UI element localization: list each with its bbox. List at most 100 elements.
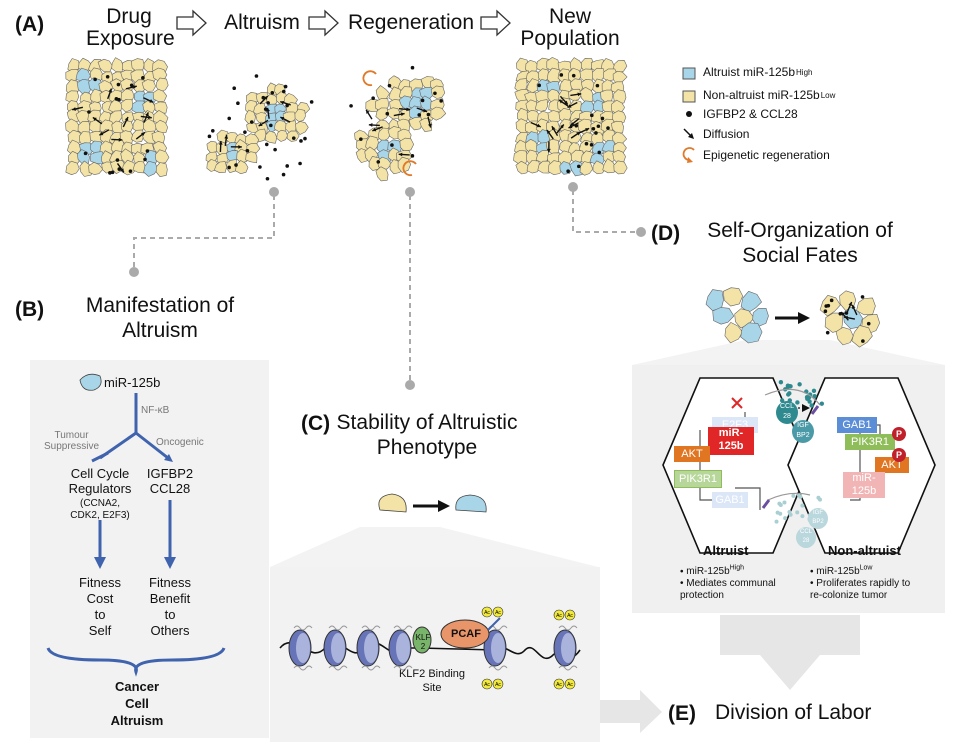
phospho-badge: P <box>892 427 906 441</box>
acetyl-badge <box>481 678 493 690</box>
cell-cycle-regulators: Cell Cycle Regulators <box>68 466 132 496</box>
altruist-cell-hexagon <box>662 377 811 554</box>
altruist-swatch-icon <box>682 67 696 80</box>
panel-a-label: (A) <box>15 13 45 36</box>
non-altruist-bullets: • miR-125bLow • Proliferates rapidly to … <box>810 565 911 602</box>
panel-c-box <box>270 567 600 742</box>
arrow-down-icon <box>164 557 176 569</box>
gene-pik3r1-nonaltruist: PIK3R1 <box>845 434 895 450</box>
legend-epigenetic: Epigenetic regeneration <box>703 148 830 162</box>
step-regeneration: Regeneration <box>347 11 475 34</box>
panel-c-title: Stability of Altruistic Phenotype <box>336 411 518 459</box>
tumour-suppressive-label: Tumour Suppressive <box>44 430 100 452</box>
cell-cluster-d-before <box>705 287 769 344</box>
panel-b-title: Manifestation of Altruism <box>85 294 235 342</box>
non-altruist-cell-icon <box>378 493 407 513</box>
cell-cluster-d-after <box>819 290 880 348</box>
fitness-benefit-label: Fitness Benefit to Others <box>149 575 191 638</box>
svg-text:Ac: Ac <box>567 613 573 619</box>
phospho-badge: P <box>892 448 906 462</box>
cell-cluster-regeneration <box>349 65 447 182</box>
fitness-cost-label: Fitness Cost to Self <box>79 575 121 638</box>
arrow-down-icon <box>94 557 106 569</box>
acetyl-badge <box>553 678 565 690</box>
arrow-right-icon <box>438 500 450 512</box>
dot-icon <box>686 111 692 117</box>
non-altruist-title: Non-altruist <box>828 543 901 558</box>
altruist-cell-icon <box>455 494 487 513</box>
gene-pik3r1-altruist: PIK3R1 <box>674 470 722 488</box>
svg-text:Ac: Ac <box>484 610 490 616</box>
panel-b-flow <box>46 393 226 677</box>
svg-text:Ac: Ac <box>495 682 501 688</box>
mir125b-label: miR-125b <box>104 375 161 390</box>
step-drug-exposure: Drug Exposure <box>86 5 175 50</box>
acetyl-badge <box>492 678 504 690</box>
igfbp2-bubble-faded: IGF BP2 <box>808 508 828 529</box>
gene-mir125b-high: miR- 125b <box>708 427 754 455</box>
non-altruist-swatch-icon <box>682 90 696 103</box>
gene-akt-altruist: AKT <box>674 446 710 462</box>
arrow-right-icon <box>798 312 810 324</box>
gene-gab1-nonaltruist: GAB1 <box>837 417 877 433</box>
gene-gab1-altruist: GAB1 <box>712 492 748 508</box>
connector-a-b <box>133 195 275 270</box>
klf2-label: KLF 2 <box>415 633 431 651</box>
legend-diffusion: Diffusion <box>703 127 750 141</box>
panel-e-title: Division of Labor <box>715 701 872 724</box>
connector-a-d <box>572 190 640 233</box>
panel-c-to-e-arrow <box>600 690 662 733</box>
svg-text:Ac: Ac <box>556 613 562 619</box>
altruist-title: Altruist <box>703 543 749 558</box>
svg-text:Ac: Ac <box>484 682 490 688</box>
igfbp2-bubble: IGF BP2 <box>792 420 814 443</box>
altruist-bullets: • miR-125bHigh • Mediates communal prote… <box>680 565 776 602</box>
igfbp2-ccl28-label: IGFBP2 CCL28 <box>146 466 194 496</box>
panel-d-title: Self-Organization of Social Fates <box>707 219 893 267</box>
mir125b-cell-icon <box>79 373 102 391</box>
panel-e-label: (E) <box>668 702 696 725</box>
klf2-binding-site-label: KLF2 Binding Site <box>398 668 466 694</box>
cell-cluster-new-population <box>513 57 628 177</box>
panel-d-to-e-arrow <box>720 615 860 690</box>
acetyl-badge <box>553 609 565 621</box>
acetyl-badge <box>492 606 504 618</box>
connector-dot <box>269 187 279 197</box>
connector-dot <box>405 187 415 197</box>
panel-d-label: (D) <box>651 222 681 245</box>
diffusion-arrow-icon <box>683 128 694 139</box>
pcaf-label: PCAF <box>451 628 481 640</box>
step-arrow-icon <box>480 9 511 37</box>
ccl28-bubble-faded: CCL 28 <box>796 527 816 548</box>
inhibition-x-icon <box>731 397 743 409</box>
cell-cycle-genes: (CCNA2, CDK2, E2F3) <box>70 498 130 521</box>
oncogenic-label: Oncogenic <box>156 437 204 448</box>
circular-arrow-icon <box>682 147 695 161</box>
acetyl-badge <box>564 609 576 621</box>
panel-c-funnel <box>270 527 598 567</box>
acetyl-badge <box>481 606 493 618</box>
svg-text:Ac: Ac <box>556 682 562 688</box>
connector-dot <box>405 380 415 390</box>
step-altruism: Altruism <box>224 11 300 34</box>
panel-b-box <box>30 360 269 738</box>
connector-dot <box>636 227 646 237</box>
step-new-population: New Population <box>520 5 620 50</box>
step-arrow-icon <box>308 9 339 37</box>
svg-text:Ac: Ac <box>567 682 573 688</box>
cell-cluster-drug-exposure <box>65 57 170 177</box>
acetyl-badge <box>564 678 576 690</box>
non-altruist-cell-hexagon <box>787 377 936 554</box>
panel-d-funnel <box>632 340 945 365</box>
ccl28-bubble: CCL 28 <box>776 401 798 424</box>
cancer-cell-altruism-label: Cancer Cell Altruism <box>110 679 164 728</box>
svg-text:Ac: Ac <box>495 610 501 616</box>
panel-c-label: (C) <box>301 412 331 435</box>
panel-b-label: (B) <box>15 298 45 321</box>
connector-dot <box>568 182 578 192</box>
legend-igfbp2-ccl28: IGFBP2 & CCL28 <box>703 107 798 121</box>
